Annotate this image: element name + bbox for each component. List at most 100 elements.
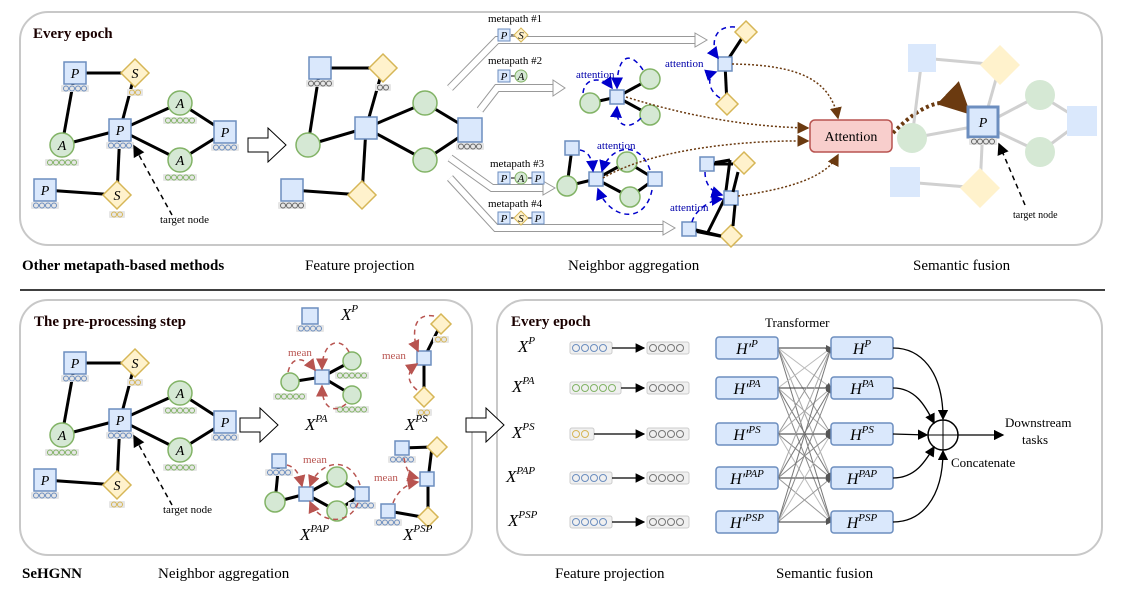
feature-cell bbox=[280, 202, 286, 209]
author-node-label: A bbox=[175, 387, 185, 402]
author-node bbox=[295, 132, 321, 158]
subject-node bbox=[714, 91, 740, 117]
feature-cell bbox=[667, 474, 675, 482]
author-node bbox=[167, 380, 193, 406]
author-node bbox=[167, 90, 193, 116]
paper-node-label: P bbox=[70, 67, 80, 82]
metapath-node-p bbox=[531, 211, 545, 225]
feature-cell bbox=[977, 138, 983, 145]
paper-node bbox=[457, 117, 483, 143]
author-node bbox=[167, 147, 193, 173]
dashed-arrow bbox=[308, 500, 359, 520]
stage-feature-projection-bottom: Feature projection bbox=[555, 566, 665, 582]
feature-cell bbox=[362, 502, 368, 509]
arrowhead bbox=[694, 32, 708, 48]
feature-cell bbox=[676, 518, 684, 526]
feature-cell bbox=[129, 379, 135, 386]
metapath-node-s bbox=[513, 210, 529, 226]
arrowhead bbox=[662, 220, 676, 236]
downstream-label-1: Downstream bbox=[1005, 415, 1071, 430]
author-node bbox=[326, 500, 348, 522]
subject-node bbox=[731, 150, 757, 176]
author-node-label: A bbox=[57, 139, 67, 154]
feature-cell bbox=[225, 144, 231, 151]
feature-cell bbox=[177, 464, 183, 471]
feature-cell bbox=[343, 406, 349, 413]
subject-node bbox=[429, 312, 453, 336]
dashed-arrow bbox=[704, 171, 724, 198]
feature-cell bbox=[667, 384, 675, 392]
paper-node bbox=[647, 171, 663, 187]
paper-node bbox=[564, 140, 580, 156]
bottom-method-label: SeHGNN bbox=[22, 566, 82, 582]
feature-cell bbox=[63, 375, 69, 382]
subject-node-label: S bbox=[132, 357, 139, 372]
feature-cell bbox=[171, 407, 177, 414]
transformer-edge bbox=[777, 347, 832, 435]
feature-cell bbox=[989, 138, 995, 145]
fusion-arrow-3 bbox=[892, 445, 935, 479]
feature-vector bbox=[45, 159, 79, 166]
feature-cell bbox=[189, 174, 195, 181]
fusion-arrow-2 bbox=[892, 429, 929, 440]
feature-cell bbox=[355, 406, 361, 413]
feature-cell bbox=[658, 518, 666, 526]
subject-node bbox=[412, 385, 436, 409]
feature-cell bbox=[292, 202, 298, 209]
feature-cell bbox=[39, 202, 45, 209]
paper-node bbox=[213, 120, 237, 144]
feature-cell bbox=[287, 393, 293, 400]
author-node bbox=[579, 92, 601, 114]
attention-word-1: attention bbox=[576, 69, 615, 81]
h-prime-box-PAP bbox=[715, 466, 779, 490]
metapath-2-label: metapath #2 bbox=[488, 55, 542, 67]
paper-node bbox=[354, 116, 378, 140]
attention-word-3: attention bbox=[597, 140, 636, 152]
feature-cell bbox=[177, 407, 183, 414]
paper-node bbox=[108, 118, 132, 142]
metapath-node-s bbox=[513, 27, 529, 43]
feature-cell bbox=[51, 492, 57, 499]
feature-cell bbox=[71, 449, 77, 456]
x-row-label-4-sup: PSP bbox=[517, 509, 537, 521]
feature-cell bbox=[572, 384, 580, 392]
paper-node bbox=[213, 410, 237, 434]
target-node-pointer-fused bbox=[997, 142, 1026, 206]
metapath-3-label: metapath #3 bbox=[490, 158, 545, 170]
feature-cell bbox=[581, 384, 589, 392]
feature-cell bbox=[361, 372, 367, 379]
subject-node bbox=[346, 179, 378, 211]
h-prime-label-0-sup: P bbox=[750, 338, 758, 350]
feature-cell bbox=[108, 142, 114, 149]
fusion-path-1 bbox=[731, 63, 842, 120]
target-node-pointer bbox=[133, 434, 173, 506]
feature-cell bbox=[279, 469, 285, 476]
feature-cell bbox=[111, 211, 117, 218]
transformer-label: Transformer bbox=[765, 315, 830, 330]
feature-cell bbox=[390, 456, 396, 463]
paper-node bbox=[723, 190, 739, 206]
feature-cell bbox=[349, 406, 355, 413]
feature-cell bbox=[117, 501, 123, 508]
metapath-node-letter: A bbox=[517, 173, 525, 185]
paper-node-label: P bbox=[40, 474, 50, 489]
dashed-arrow bbox=[704, 69, 721, 99]
feature-cell bbox=[476, 143, 482, 150]
x-pap-label-sup: PAP bbox=[309, 523, 329, 535]
feature-cell bbox=[608, 384, 616, 392]
feature-cell bbox=[171, 117, 177, 124]
feature-cell bbox=[183, 464, 189, 471]
paper-node bbox=[308, 56, 332, 80]
feature-cell bbox=[225, 434, 231, 441]
attention-box-label: Attention bbox=[825, 130, 878, 145]
feature-cell bbox=[349, 372, 355, 379]
subject-node-label: S bbox=[114, 479, 121, 494]
stage-semantic-fusion-top: Semantic fusion bbox=[913, 258, 1011, 274]
fusion-path-3 bbox=[602, 134, 810, 179]
metapath-1-arrow-inner bbox=[447, 37, 697, 91]
top-panel-title: Every epoch bbox=[33, 26, 113, 42]
h-prime-label-2-sup: PS bbox=[747, 424, 761, 436]
author-node bbox=[616, 151, 638, 173]
feature-cell bbox=[581, 474, 589, 482]
feature-cell bbox=[424, 409, 430, 416]
